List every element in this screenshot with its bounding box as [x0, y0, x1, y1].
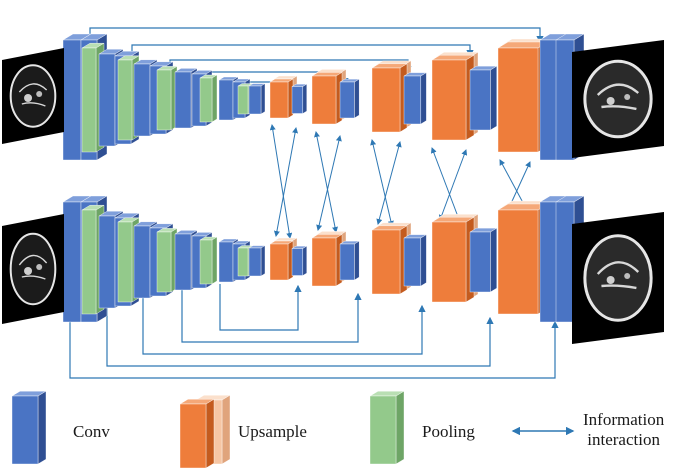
top-skip-connection-2 — [131, 44, 474, 60]
legend-info-line2: interaction — [587, 430, 660, 449]
legend-upsample-label: Upsample — [238, 422, 307, 441]
legend-swatches — [11, 390, 575, 469]
legend-conv-swatch — [11, 390, 47, 465]
ct-scan-input-bottom — [2, 214, 64, 324]
bottom-decoder-conv-block — [469, 227, 498, 293]
bottom-decoder-upsample-block — [269, 240, 294, 281]
bottom-skip-connection-1 — [69, 320, 559, 379]
legend-info-line1: Information — [583, 410, 665, 429]
top-decoder-conv-block — [469, 65, 498, 131]
information-interaction-arrow — [430, 147, 462, 223]
top-skip-connection-1 — [89, 27, 544, 45]
top-decoder-upsample-block — [311, 72, 343, 125]
top-encoder-pool-block — [156, 66, 178, 131]
bottom-skip-connection-2 — [106, 308, 494, 367]
ct-scans — [2, 40, 664, 344]
top-encoder-conv-block — [248, 83, 266, 115]
bottom-decoder-conv-block — [291, 245, 308, 276]
bottom-decoder-upsample-block — [371, 225, 408, 295]
legend-upsample-swatch — [179, 398, 215, 469]
skip-connections — [69, 27, 559, 379]
bottom-decoder-conv-block — [403, 234, 428, 287]
top-decoder-upsample-block — [269, 78, 294, 119]
bottom-decoder-upsample-block — [431, 216, 475, 303]
bottom-skip-connection-3 — [142, 298, 426, 355]
bottom-encoder-pool-block — [156, 228, 178, 293]
information-interaction-arrow — [438, 149, 468, 221]
information-interaction-arrow — [376, 141, 402, 225]
top-decoder-upsample-block — [371, 63, 408, 133]
top-decoder-upsample-block — [431, 54, 475, 141]
network-blocks — [62, 33, 585, 323]
legend-information-interaction-label: Information interaction — [583, 410, 664, 450]
bottom-decoder-conv-block — [339, 240, 360, 281]
legend-pooling-label: Pooling — [422, 422, 475, 441]
top-decoder-conv-block — [403, 72, 428, 125]
bottom-skip-connection-5 — [219, 284, 302, 331]
bottom-encoder-pool-block — [199, 236, 218, 285]
top-decoder-conv-block — [339, 78, 360, 119]
legend-conv-label: Conv — [73, 422, 110, 441]
bottom-encoder-conv-block — [248, 245, 266, 277]
information-interaction-arrow — [273, 127, 299, 237]
information-interaction-arrow — [316, 135, 342, 231]
top-decoder-conv-block — [291, 83, 308, 114]
bottom-decoder-upsample-block — [311, 234, 343, 287]
bottom-skip-connection-4 — [181, 290, 362, 343]
ct-scan-output-top — [572, 40, 664, 158]
legend-pooling-swatch — [369, 390, 405, 465]
ct-scan-output-bottom — [572, 212, 664, 344]
information-interaction-arrow — [314, 131, 338, 233]
top-encoder-pool-block — [199, 74, 218, 123]
information-interaction-arrow — [269, 124, 293, 239]
ct-scan-input-top — [2, 48, 64, 144]
